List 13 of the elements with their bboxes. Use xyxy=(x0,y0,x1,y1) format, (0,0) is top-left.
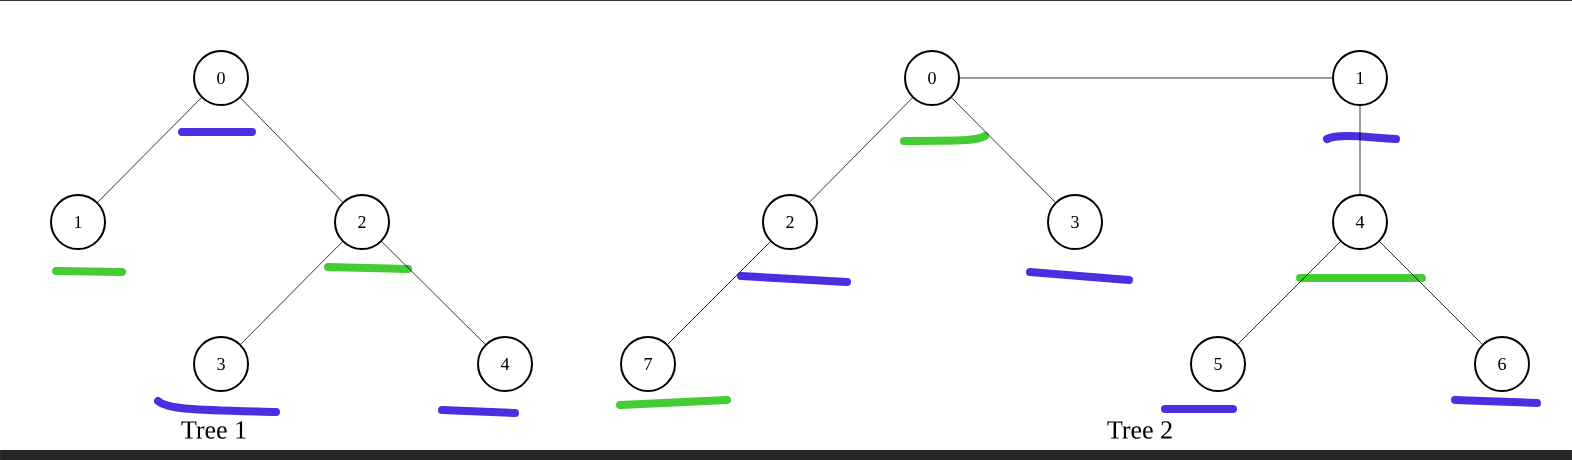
edge-line xyxy=(240,97,343,203)
edge-line xyxy=(1379,241,1483,345)
edge-line xyxy=(809,97,913,203)
edge-line xyxy=(667,241,771,345)
edge-line xyxy=(1359,105,1361,195)
edge-line xyxy=(381,241,486,345)
edge-line xyxy=(97,97,202,203)
tree-caption: Tree 1 xyxy=(181,421,246,439)
tree-caption: Tree 2 xyxy=(1107,421,1172,439)
edge-line xyxy=(951,97,1056,203)
edge-line xyxy=(1237,241,1341,345)
edge-line xyxy=(959,77,1333,79)
edge-line xyxy=(240,241,343,345)
